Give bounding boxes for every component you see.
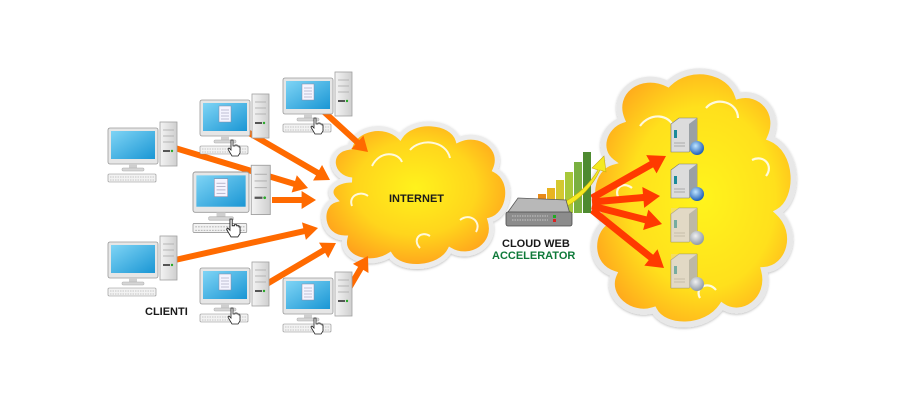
globe-icon [690, 231, 704, 245]
client-6 [199, 261, 270, 325]
globe-icon [690, 187, 704, 201]
flow-arrow [590, 155, 666, 202]
client-7 [282, 271, 353, 335]
desktop-computer-icon [282, 271, 353, 333]
globe-icon [690, 141, 704, 155]
server-1 [670, 117, 704, 155]
desktop-computer-icon [107, 121, 178, 183]
desktop-computer-icon [282, 71, 353, 133]
server-3 [670, 207, 704, 245]
client-4 [192, 164, 271, 238]
document-icon [301, 83, 315, 101]
desktop-computer-icon [199, 93, 270, 155]
clients-label: CLIENTI [145, 306, 188, 318]
accelerator-label-line2: ACCELERATOR [492, 250, 576, 262]
internet-label: INTERNET [389, 193, 444, 205]
document-icon [218, 105, 232, 123]
client-5 [107, 235, 178, 297]
server-arrows [589, 155, 666, 268]
server-2 [670, 163, 704, 201]
internet-cloud [321, 121, 511, 269]
globe-icon [690, 277, 704, 291]
server-4 [670, 253, 704, 291]
desktop-computer-icon [107, 235, 178, 297]
cloud-web-accelerator [505, 152, 607, 227]
flow-arrow [263, 242, 336, 288]
client-2 [199, 93, 270, 157]
flow-arrow [319, 107, 368, 152]
flow-arrow [242, 127, 330, 181]
flow-arrow [174, 145, 308, 193]
document-icon [301, 283, 315, 301]
document-icon [218, 273, 232, 291]
appliance-box-icon [505, 197, 573, 227]
flow-arrow [589, 207, 664, 268]
flow-arrow [272, 191, 316, 209]
desktop-computer-icon [199, 261, 270, 323]
flow-arrow [591, 202, 662, 230]
client-arrows [174, 107, 369, 292]
flow-arrow [591, 187, 660, 208]
flow-arrow [174, 222, 318, 263]
accelerator-label-line1: CLOUD WEB [502, 238, 570, 250]
client-1 [107, 121, 178, 183]
document-icon [213, 178, 229, 197]
